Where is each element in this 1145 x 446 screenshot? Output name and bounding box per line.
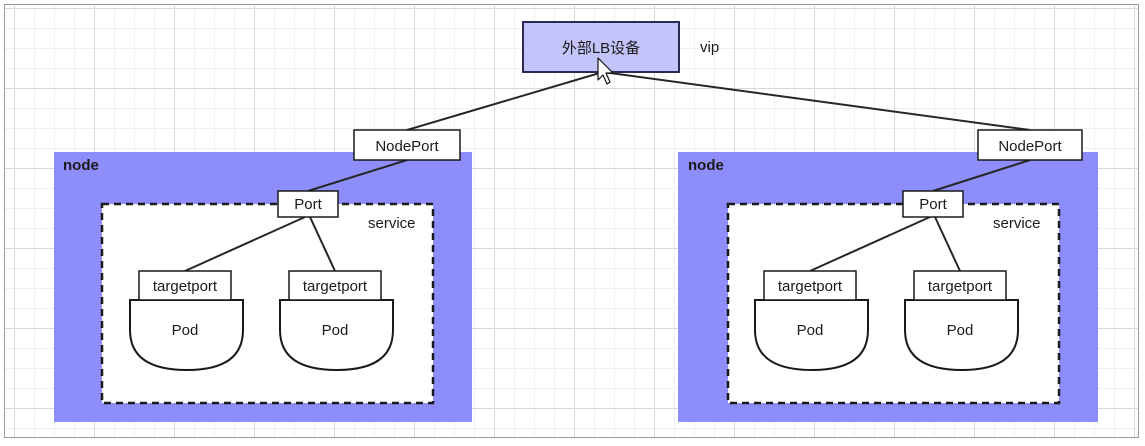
targetport-label: targetport bbox=[303, 278, 368, 295]
node-container-2: node service Port targetport Pod targetp… bbox=[678, 152, 1098, 422]
port-to-pod1-connector bbox=[809, 216, 931, 272]
port-to-pod1-connector bbox=[184, 216, 306, 272]
node-label: node bbox=[63, 157, 99, 174]
nodeport-box bbox=[977, 129, 1083, 161]
nodeport-to-port-connector bbox=[932, 159, 1031, 192]
pod-label: Pod bbox=[172, 322, 199, 339]
node-label: node bbox=[688, 157, 724, 174]
port-label: Port bbox=[919, 196, 947, 213]
pod-shape bbox=[279, 299, 394, 372]
targetport-label: targetport bbox=[778, 278, 843, 295]
pod-label: Pod bbox=[947, 322, 974, 339]
port-to-pod2-connector bbox=[934, 216, 961, 272]
targetport-label: targetport bbox=[153, 278, 218, 295]
lb-to-nodeport2-connector bbox=[602, 71, 1031, 131]
nodeport-label: NodePort bbox=[998, 138, 1062, 155]
port-box bbox=[277, 190, 339, 218]
targetport-label: targetport bbox=[928, 278, 993, 295]
node-container-1: node service Port targetport Pod targetp… bbox=[54, 152, 472, 422]
nodeport-label: NodePort bbox=[375, 138, 439, 155]
nodeport-2: NodePort bbox=[977, 129, 1083, 161]
pod-shape bbox=[129, 299, 244, 372]
port-to-pod2-connector bbox=[309, 216, 336, 272]
nodeport-box bbox=[353, 129, 461, 161]
targetport-box bbox=[763, 270, 857, 301]
service-label: service bbox=[993, 215, 1041, 232]
vip-label: vip bbox=[700, 39, 719, 56]
port-box bbox=[902, 190, 964, 218]
pod-label: Pod bbox=[322, 322, 349, 339]
mouse-cursor-icon bbox=[597, 57, 614, 85]
targetport-box bbox=[288, 270, 382, 301]
pod-label: Pod bbox=[797, 322, 824, 339]
targetport-box bbox=[138, 270, 232, 301]
pod-shape bbox=[754, 299, 869, 372]
lb-label: 外部LB设备 bbox=[562, 40, 640, 57]
port-label: Port bbox=[294, 196, 322, 213]
lb-to-nodeport1-connector bbox=[406, 71, 604, 131]
nodeport-1: NodePort bbox=[353, 129, 461, 161]
service-label: service bbox=[368, 215, 416, 232]
nodeport-to-port-connector bbox=[307, 159, 408, 192]
pod-shape bbox=[904, 299, 1019, 372]
external-lb: 外部LB设备 vip bbox=[522, 21, 719, 73]
targetport-box bbox=[913, 270, 1007, 301]
